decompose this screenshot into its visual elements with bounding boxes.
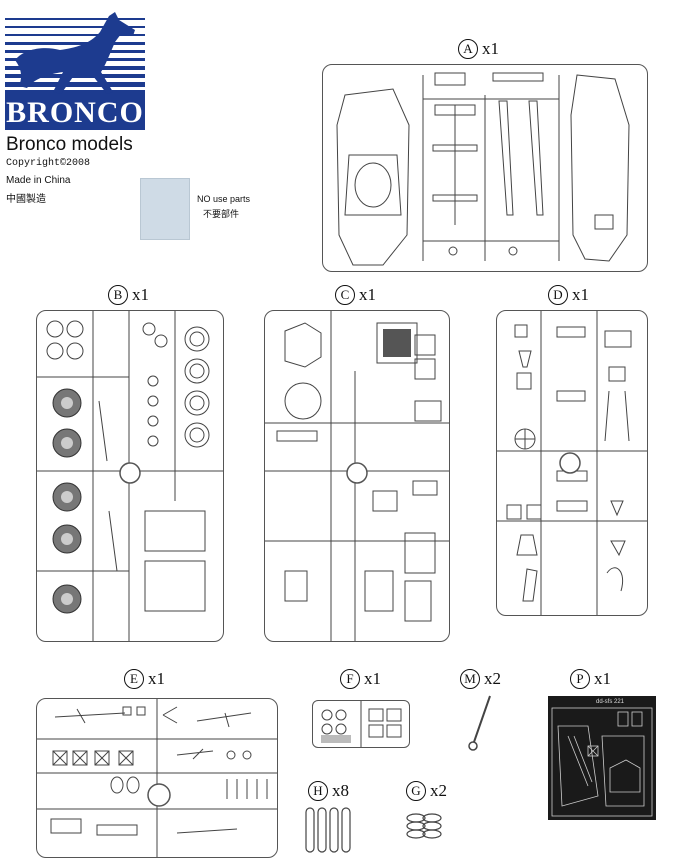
sprue-m-antenna xyxy=(468,695,491,751)
sprue-d-parts xyxy=(497,311,647,615)
sprue-b-parts xyxy=(37,311,223,641)
sprue-e-frame xyxy=(36,698,278,858)
etch-label: dd-sfs 221 xyxy=(596,699,625,705)
sprue-g-coils xyxy=(406,813,442,839)
sprue-a-frame xyxy=(322,64,648,272)
sprue-h-track-links xyxy=(305,807,351,853)
brand-subtitle: Bronco models xyxy=(6,134,133,155)
sprue-f-frame xyxy=(312,700,410,748)
sprue-f-parts xyxy=(321,701,402,747)
no-use-swatch xyxy=(140,178,190,240)
photo-etch-parts xyxy=(551,707,653,817)
copyright: Copyright©2008 xyxy=(6,158,91,169)
sprue-b-frame xyxy=(36,310,224,642)
sprue-a-parts xyxy=(336,72,630,266)
no-use-label: NO use parts xyxy=(197,194,251,204)
made-in-cn: 中國製造 xyxy=(6,194,46,205)
sprue-e-parts xyxy=(37,699,277,857)
sprue-c-parts xyxy=(265,311,449,641)
no-use-label-cn: 不要部件 xyxy=(203,209,240,219)
sprue-d-frame xyxy=(496,310,648,616)
bronco-horse-logo xyxy=(5,12,145,96)
photo-etch-fret: dd-sfs 221 xyxy=(548,696,656,820)
sprue-c-frame xyxy=(264,310,450,642)
made-in: Made in China xyxy=(6,175,71,186)
brand-name: BRONCO xyxy=(5,96,145,130)
